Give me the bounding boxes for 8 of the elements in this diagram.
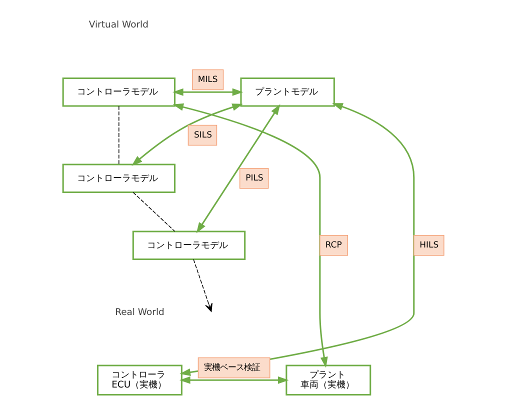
- edge-label: HILS: [420, 240, 439, 250]
- edge-label: MILS: [198, 74, 218, 84]
- edge-label: PILS: [246, 172, 264, 183]
- label: Real World: [115, 306, 164, 318]
- label: Virtual World: [88, 19, 148, 30]
- edge-label: RCP: [325, 240, 342, 250]
- edge-label: 実機ベース検証: [204, 362, 260, 372]
- edge-label: SILS: [194, 129, 212, 140]
